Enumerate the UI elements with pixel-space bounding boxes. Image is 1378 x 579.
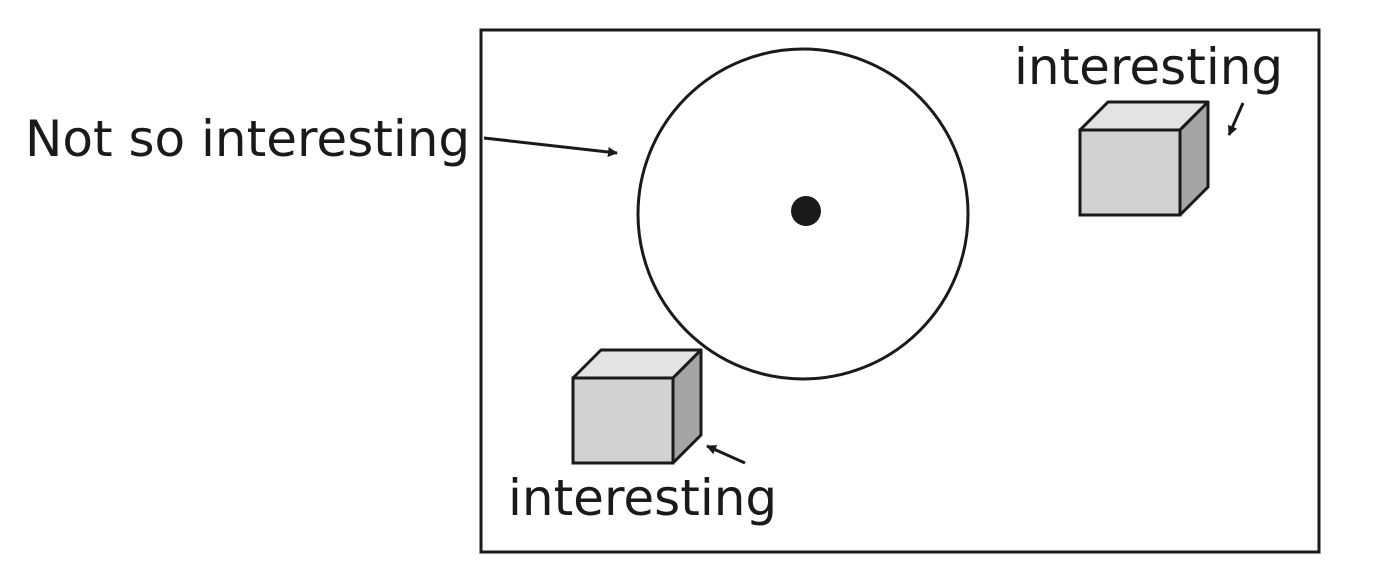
- arrow-to-circle: [483, 136, 618, 157]
- cube-bottom-left: [571, 348, 703, 465]
- arrow-to-top-right-cube: [1227, 102, 1245, 136]
- bottom-left-cube-label: interesting: [508, 469, 777, 527]
- cube-bottom-left-front-face: [571, 376, 675, 465]
- arrow-to-bottom-left-cube: [706, 444, 746, 465]
- cube-top-right: [1078, 100, 1210, 217]
- cube-top-right-front-face: [1078, 128, 1182, 217]
- top-right-cube-label: interesting: [1014, 38, 1283, 96]
- circle-label: Not so interesting: [25, 110, 470, 168]
- circle-center-dot: [791, 196, 821, 226]
- frame-border: [479, 28, 1321, 554]
